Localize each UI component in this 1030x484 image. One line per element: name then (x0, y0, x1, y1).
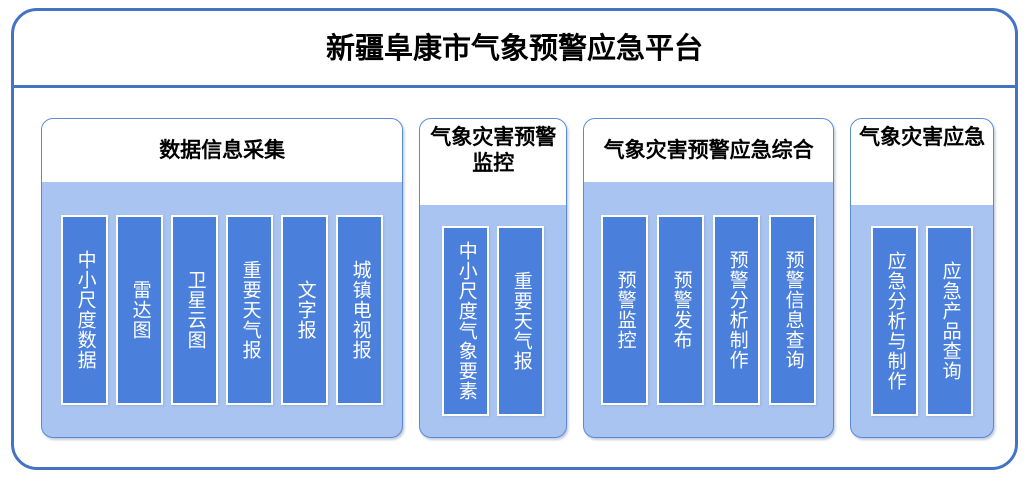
block-label: 中小尺度气象要素 (455, 241, 478, 401)
block-label: 城镇电视报 (349, 259, 372, 360)
block-label: 应急分析与制作 (884, 251, 907, 391)
block-label: 卫星云图 (184, 269, 207, 350)
group-body-data-collection: 中小尺度数据 雷达图 卫星云图 重要天气报 文字报 城镇电视 (42, 182, 402, 437)
block-label: 预警监控 (614, 269, 637, 350)
block-important-weather-report[interactable]: 重要天气报 (497, 226, 545, 416)
group-body-disaster-warning-monitoring: 中小尺度气象要素 重要天气报 (420, 205, 566, 437)
group-header-data-collection: 数据信息采集 (42, 119, 403, 182)
block-label: 预警发布 (670, 269, 693, 350)
group-title-disaster-warning-monitoring: 气象灾害预警监控 (430, 125, 557, 175)
group-title-data-collection: 数据信息采集 (159, 138, 286, 163)
block-label: 应急产品查询 (939, 261, 962, 381)
page-title: 新疆阜康市气象预警应急平台 (325, 30, 703, 65)
group-title-disaster-emergency: 气象灾害应急 (859, 125, 986, 149)
block-emergency-analysis-production[interactable]: 应急分析与制作 (871, 226, 919, 416)
group-header-disaster-warning-monitoring: 气象灾害预警监控 (420, 119, 567, 205)
block-text-report[interactable]: 文字报 (281, 214, 329, 405)
group-data-collection[interactable]: 数据信息采集 中小尺度数据 雷达图 卫星云图 重要天气报 (41, 118, 404, 438)
platform-title-band: 新疆阜康市气象预警应急平台 (14, 11, 1015, 88)
block-label: 重要天气报 (239, 259, 262, 360)
block-label: 预警信息查询 (782, 249, 805, 370)
block-emergency-product-query[interactable]: 应急产品查询 (926, 226, 974, 416)
block-important-weather-report[interactable]: 重要天气报 (226, 214, 274, 405)
group-row: 数据信息采集 中小尺度数据 雷达图 卫星云图 重要天气报 (41, 118, 994, 441)
block-warning-release[interactable]: 预警发布 (657, 214, 705, 405)
block-label: 预警分析制作 (726, 249, 749, 370)
block-warning-info-query[interactable]: 预警信息查询 (769, 214, 817, 405)
block-label: 重要天气报 (510, 271, 533, 371)
group-body-warning-emergency-integration: 预警监控 预警发布 预警分析制作 预警信息查询 (584, 182, 833, 437)
group-header-warning-emergency-integration: 气象灾害预警应急综合 (584, 119, 834, 182)
block-mid-small-scale-data[interactable]: 中小尺度数据 (61, 214, 109, 405)
block-label: 文字报 (294, 279, 317, 340)
group-disaster-emergency[interactable]: 气象灾害应急 应急分析与制作 应急产品查询 (850, 118, 994, 438)
block-town-tv-report[interactable]: 城镇电视报 (336, 214, 384, 405)
block-mid-small-scale-met-elements[interactable]: 中小尺度气象要素 (442, 226, 490, 416)
block-label: 雷达图 (129, 279, 152, 340)
group-header-disaster-emergency: 气象灾害应急 (851, 119, 993, 205)
group-warning-emergency-integration[interactable]: 气象灾害预警应急综合 预警监控 预警发布 预警分析制作 预警信息查询 (583, 118, 835, 438)
block-radar-chart[interactable]: 雷达图 (116, 214, 164, 405)
block-warning-analysis-production[interactable]: 预警分析制作 (713, 214, 761, 405)
platform-frame: 新疆阜康市气象预警应急平台 数据信息采集 中小尺度数据 雷达图 卫星云图 (11, 8, 1018, 470)
block-label: 中小尺度数据 (74, 249, 97, 370)
group-disaster-warning-monitoring[interactable]: 气象灾害预警监控 中小尺度气象要素 重要天气报 (419, 118, 568, 438)
block-satellite-cloud-image[interactable]: 卫星云图 (171, 214, 219, 405)
group-title-warning-emergency-integration: 气象灾害预警应急综合 (603, 138, 814, 163)
group-body-disaster-emergency: 应急分析与制作 应急产品查询 (851, 205, 993, 437)
block-warning-monitoring[interactable]: 预警监控 (601, 214, 649, 405)
